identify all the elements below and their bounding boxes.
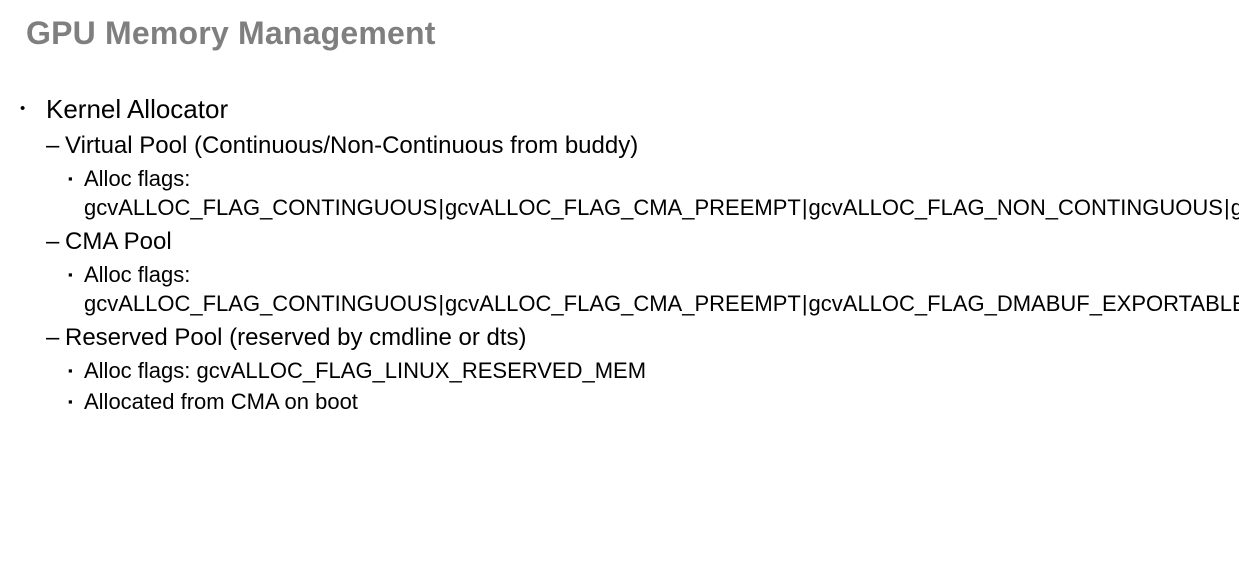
flag-value: gcvALLOC_FLAG_CONTINGUOUS bbox=[84, 195, 438, 220]
list-item-virtual-pool: – Virtual Pool (Continuous/Non-Continuou… bbox=[46, 130, 1239, 162]
list-item-label: CMA Pool bbox=[65, 228, 172, 255]
page-title: GPU Memory Management bbox=[26, 15, 436, 51]
list-item-virtual-pool-flags: ▪ Alloc flags: gcvALLOC_FLAG_CONTINGUOUS… bbox=[68, 164, 1239, 222]
bullet-dash-icon: – bbox=[46, 228, 60, 255]
list-item-kernel-allocator: • Kernel Allocator bbox=[20, 92, 1239, 126]
flag-value: gcvALLOC_FLAG_CONTINGUOUS bbox=[84, 291, 438, 316]
bullet-square-icon: ▪ bbox=[68, 171, 73, 186]
flag-value: gcvALLOC_FLAG_LINUX_RESERVED_MEM bbox=[196, 358, 647, 383]
flag-value: gcvALLOC_FLAG_DMABUF_EXPORTABLE bbox=[808, 291, 1239, 316]
flag-value: gcvALLOC_FLAG_NON_CONTINGUOUS bbox=[808, 195, 1223, 220]
list-item-label: Kernel Allocator bbox=[46, 94, 229, 124]
flag-separator: | bbox=[801, 291, 808, 316]
list-item-label: Allocated from CMA on boot bbox=[84, 389, 358, 414]
bullet-dash-icon: – bbox=[46, 324, 60, 351]
list-item-allocated-from-cma: ▪ Allocated from CMA on boot bbox=[68, 387, 1239, 416]
bullet-dash-icon: – bbox=[46, 132, 60, 159]
list-item-label: Alloc flags: gcvALLOC_FLAG_CONTINGUOUS|g… bbox=[84, 260, 1239, 318]
flag-value: gcvALLOC_FLAG_CMA_PREEMPT bbox=[445, 195, 801, 220]
alloc-flags-label: Alloc flags: bbox=[84, 262, 191, 287]
list-item-label: Alloc flags: gcvALLOC_FLAG_CONTINGUOUS|g… bbox=[84, 164, 1239, 222]
flag-separator: | bbox=[801, 195, 808, 220]
alloc-flags-label: Alloc flags: bbox=[84, 166, 191, 191]
bullet-round-icon: • bbox=[20, 100, 26, 117]
list-item-label: Reserved Pool (reserved by cmdline or dt… bbox=[65, 324, 527, 351]
bullet-square-icon: ▪ bbox=[68, 394, 73, 409]
alloc-flags-label: Alloc flags: bbox=[84, 358, 197, 383]
flag-value: gcvALLOC_FLAG_CACHEABLE bbox=[1230, 195, 1239, 220]
flag-separator: | bbox=[438, 291, 445, 316]
list-item-cma-pool-flags: ▪ Alloc flags: gcvALLOC_FLAG_CONTINGUOUS… bbox=[68, 260, 1239, 318]
bullet-square-icon: ▪ bbox=[68, 267, 73, 282]
bullet-square-icon: ▪ bbox=[68, 363, 73, 378]
list-item-reserved-pool: – Reserved Pool (reserved by cmdline or … bbox=[46, 322, 1239, 354]
list-item-label: Alloc flags: gcvALLOC_FLAG_LINUX_RESERVE… bbox=[84, 356, 1144, 385]
flag-separator: | bbox=[438, 195, 445, 220]
flag-separator: | bbox=[1223, 195, 1230, 220]
list-item-reserved-pool-flags: ▪ Alloc flags: gcvALLOC_FLAG_LINUX_RESER… bbox=[68, 356, 1239, 385]
flag-value: gcvALLOC_FLAG_CMA_PREEMPT bbox=[445, 291, 801, 316]
list-item-cma-pool: – CMA Pool bbox=[46, 226, 1239, 258]
slide-body: • Kernel Allocator – Virtual Pool (Conti… bbox=[0, 92, 1239, 418]
list-item-label: Virtual Pool (Continuous/Non-Continuous … bbox=[65, 132, 639, 159]
